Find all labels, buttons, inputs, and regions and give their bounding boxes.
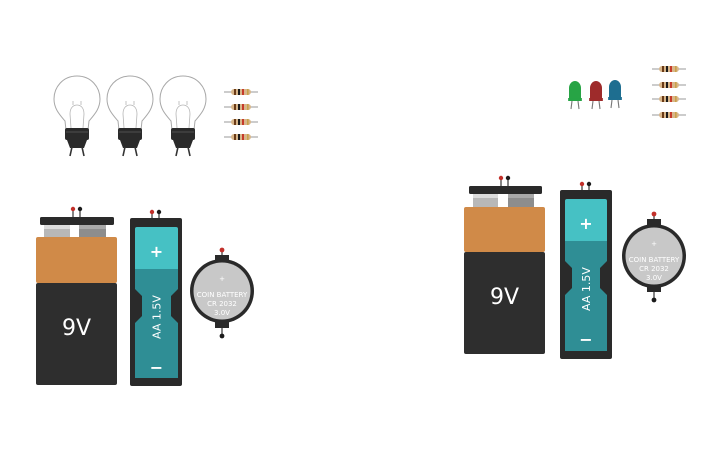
battery-9v-label: 9V <box>62 316 91 341</box>
battery-aa-holder[interactable]: + − AA 1.5V <box>130 209 182 386</box>
coin-plus-icon: + <box>219 275 225 283</box>
battery-9v-label: 9V <box>490 285 519 310</box>
coin-plus-icon: + <box>651 240 657 248</box>
coin-cell-line2: CR 2032 <box>207 300 237 308</box>
battery-9v-top <box>36 237 117 283</box>
terminal-clip-icon <box>498 175 511 188</box>
aa-plus-label: + <box>150 242 163 261</box>
battery-9v-top <box>464 207 545 252</box>
right-led-group <box>567 79 623 110</box>
coin-positive-terminal-icon <box>651 211 657 217</box>
battery-aa-label: AA 1.5V <box>151 295 164 339</box>
left-resistor-group <box>223 88 259 141</box>
led-blue-icon[interactable] <box>607 79 623 109</box>
resistor-icon[interactable] <box>651 81 687 89</box>
coin-cell-battery[interactable]: + COIN BATTERY CR 2032 3.0V <box>190 247 254 339</box>
coin-cell-line3: 3.0V <box>646 274 662 282</box>
resistor-icon[interactable] <box>651 95 687 103</box>
light-bulb-icon[interactable] <box>53 75 101 157</box>
led-red-icon[interactable] <box>588 80 604 110</box>
light-bulb-icon[interactable] <box>159 75 207 157</box>
resistor-icon[interactable] <box>223 88 259 96</box>
led-green-icon[interactable] <box>567 80 583 110</box>
battery-aa-label: AA 1.5V <box>580 267 593 311</box>
resistor-icon[interactable] <box>223 118 259 126</box>
resistor-icon[interactable] <box>223 103 259 111</box>
aa-minus-label: − <box>579 330 592 349</box>
battery-aa-holder-right[interactable]: + − AA 1.5V <box>560 181 612 359</box>
aa-minus-label: − <box>150 358 163 377</box>
resistor-icon[interactable] <box>223 133 259 141</box>
coin-negative-terminal-icon <box>219 333 225 339</box>
coin-cell-line2: CR 2032 <box>639 265 669 273</box>
light-bulb-icon[interactable] <box>106 75 154 157</box>
left-bulb-group <box>53 75 207 157</box>
coin-cell-line1: COIN BATTERY <box>197 291 248 299</box>
battery-9v[interactable]: 9V <box>36 206 117 385</box>
aa-plus-label: + <box>579 214 592 233</box>
battery-9v-body <box>464 252 545 354</box>
coin-cell-line1: COIN BATTERY <box>629 256 680 264</box>
coin-cell-line3: 3.0V <box>214 309 230 317</box>
coin-negative-terminal-icon <box>651 297 657 303</box>
resistor-icon[interactable] <box>651 111 687 119</box>
battery-9v-right[interactable]: 9V <box>464 175 545 354</box>
terminal-clip-icon <box>70 206 83 219</box>
right-resistor-group <box>651 65 687 119</box>
resistor-icon[interactable] <box>651 65 687 73</box>
battery-9v-body <box>36 283 117 385</box>
coin-positive-terminal-icon <box>219 247 225 253</box>
coin-cell-battery-right[interactable]: + COIN BATTERY CR 2032 3.0V <box>622 211 686 303</box>
